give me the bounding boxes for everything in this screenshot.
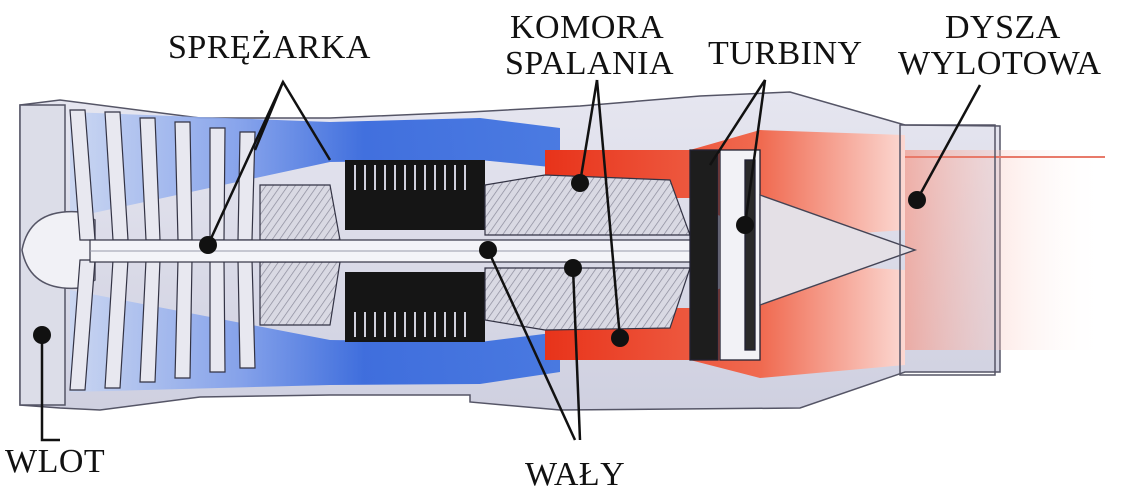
marker-shaft-bottom	[564, 259, 582, 277]
marker-inlet	[33, 326, 51, 344]
compressor-blades	[69, 109, 256, 391]
nozzle-ring	[899, 124, 996, 376]
label-turbines: TURBINY	[708, 35, 863, 72]
marker-turbine	[736, 216, 754, 234]
cold-air-flow	[70, 112, 560, 392]
label-nozzle-line1: DYSZA	[945, 9, 1061, 46]
marker-nozzle	[908, 191, 926, 209]
leader-lines	[40, 79, 982, 442]
shafts	[89, 239, 711, 263]
label-shafts: WAŁY	[525, 456, 625, 493]
marker-combustion-top	[571, 174, 589, 192]
marker-combustion-bottom	[611, 329, 629, 347]
labels: SPRĘŻARKA KOMORA SPALANIA TURBINY DYSZA …	[5, 9, 1102, 493]
marker-shaft-top	[479, 241, 497, 259]
exhaust-plume	[905, 150, 1105, 350]
hp-compressor	[345, 160, 485, 342]
exhaust-cone	[759, 194, 918, 306]
marker-dots	[33, 174, 926, 347]
marker-compressor	[199, 236, 217, 254]
turbine-section	[689, 149, 761, 361]
label-inlet: WLOT	[5, 443, 105, 480]
label-combustion-line1: KOMORA	[510, 9, 664, 46]
structural-frames	[259, 174, 691, 331]
label-combustion-line2: SPALANIA	[505, 45, 674, 82]
label-compressor: SPRĘŻARKA	[168, 29, 371, 66]
label-nozzle-line2: WYLOTOWA	[898, 45, 1102, 82]
